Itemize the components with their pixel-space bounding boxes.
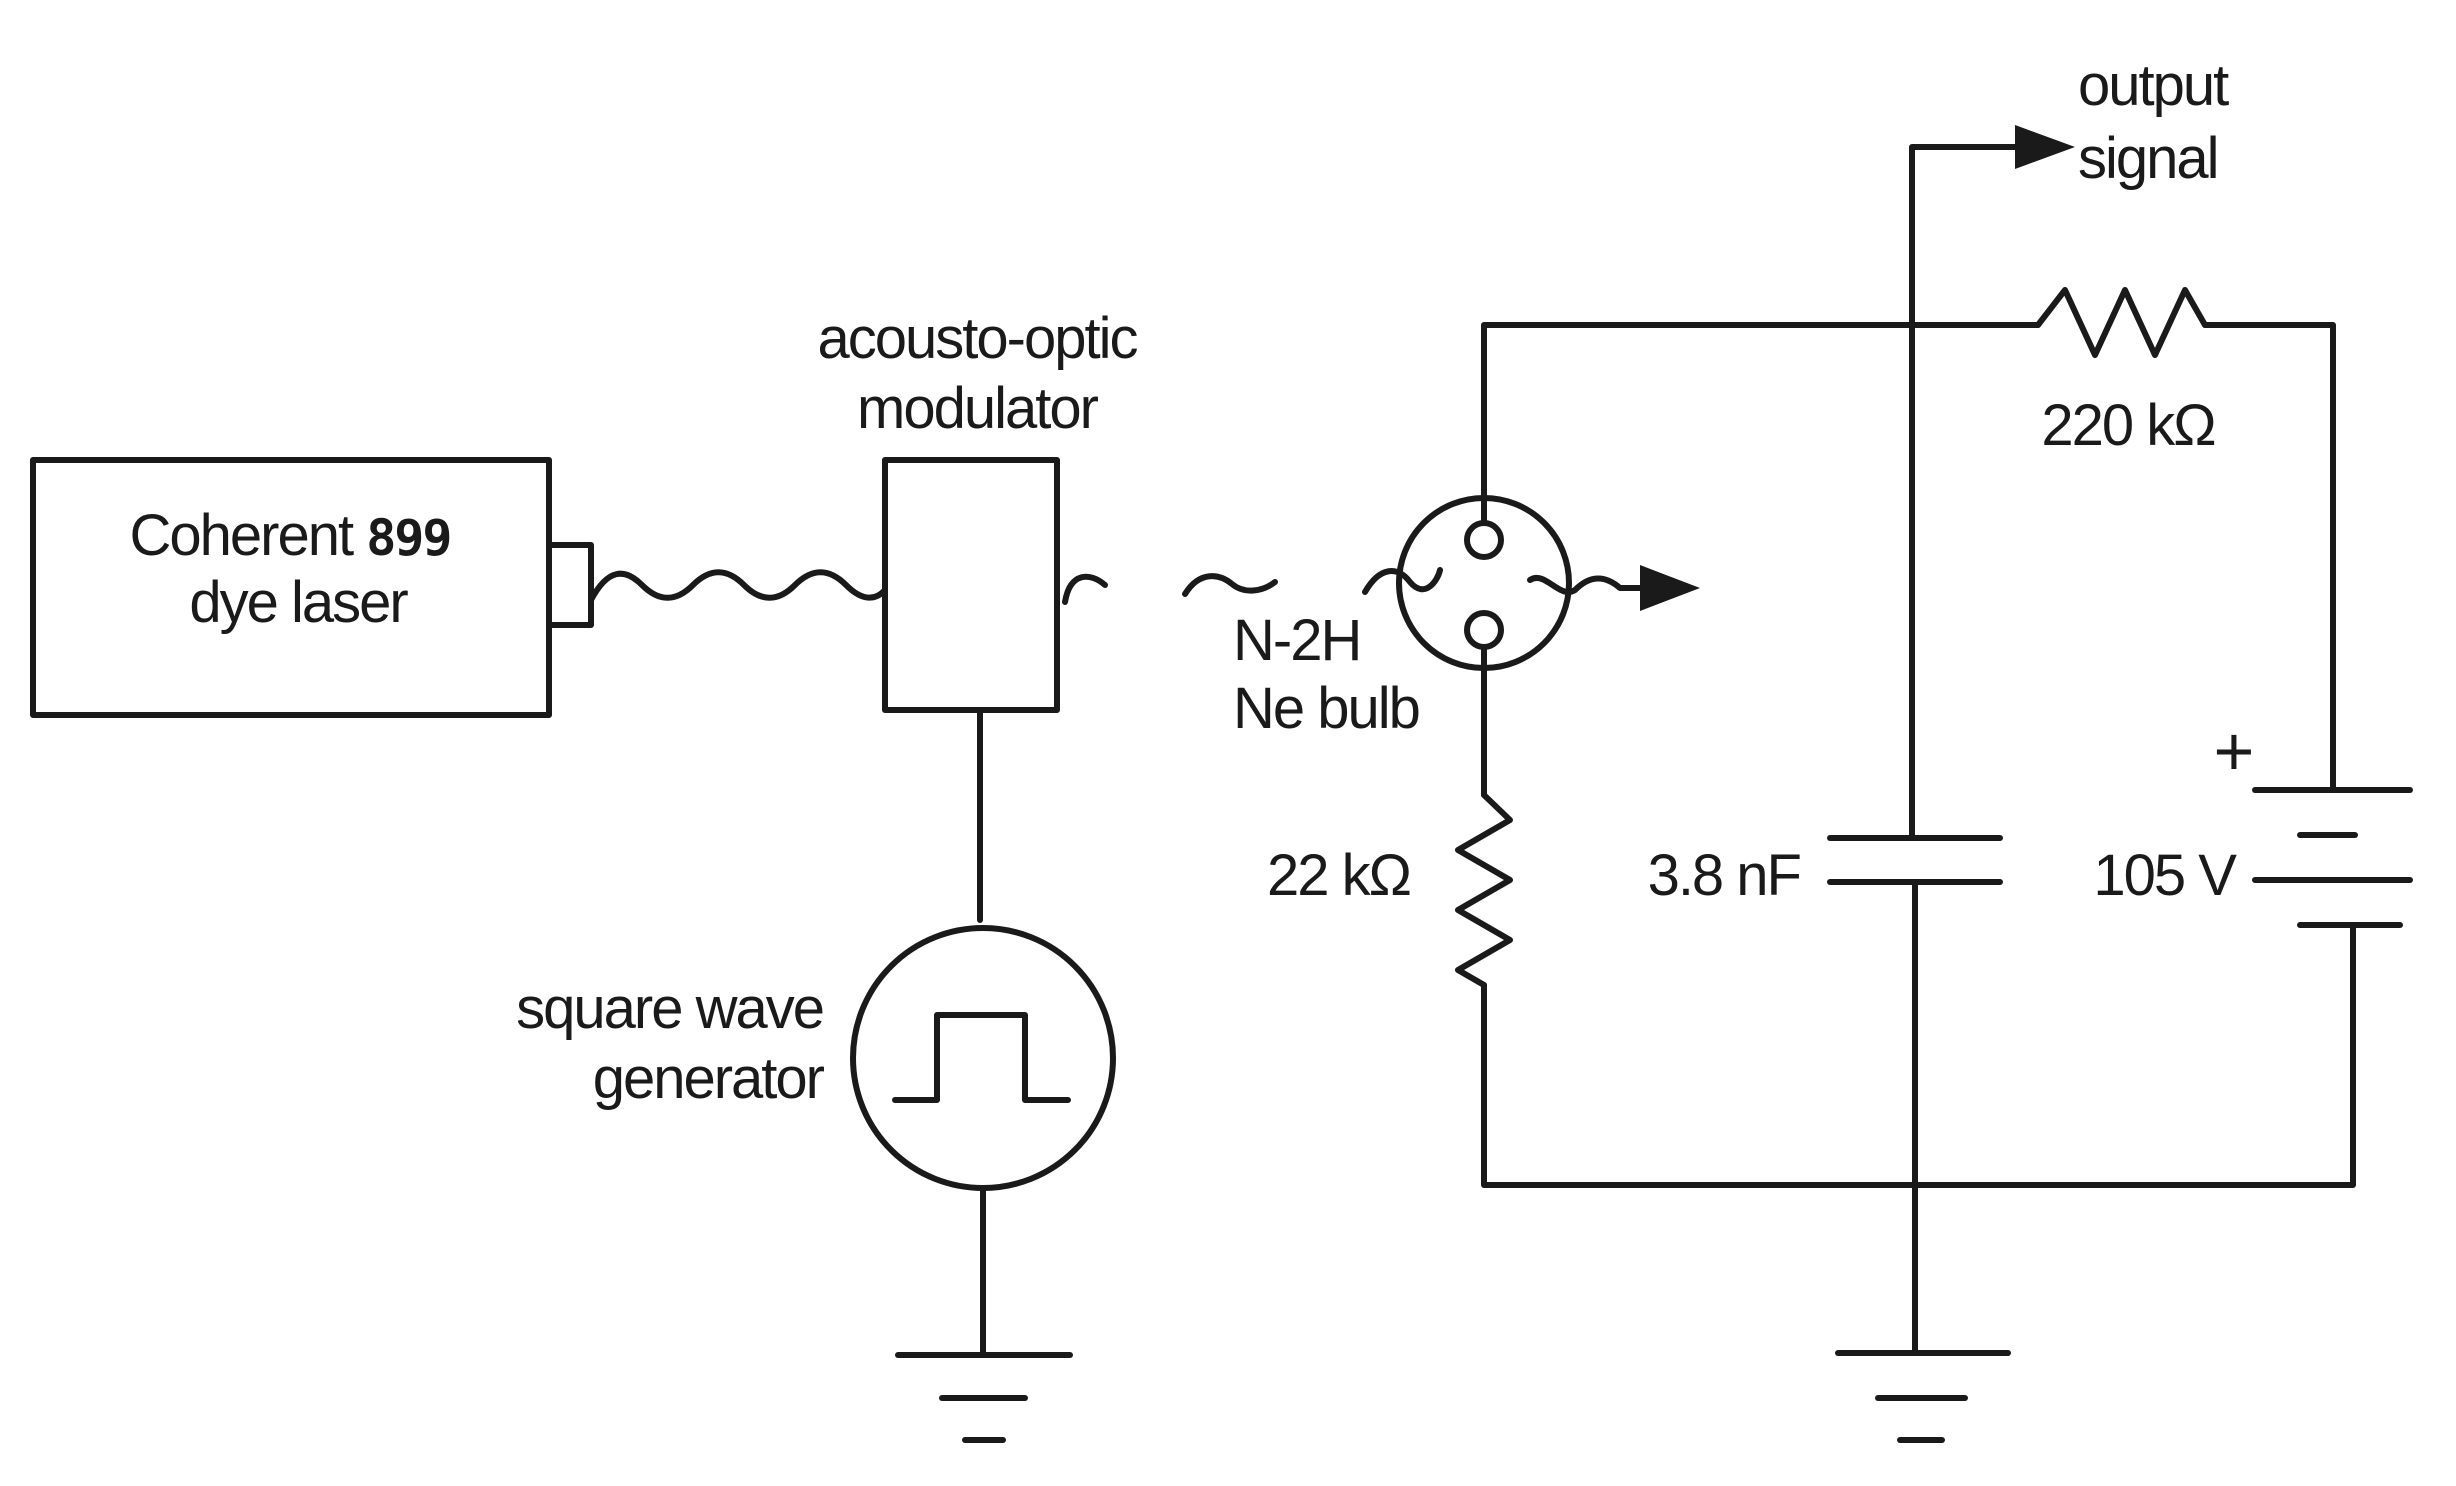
- output-label-line2: signal: [2078, 126, 2218, 191]
- bulb-label-line1: N-2H: [1233, 608, 1360, 673]
- output-wire: [1909, 144, 2023, 841]
- generator-circle: [850, 925, 1116, 1191]
- generator-ground-icon: [895, 1185, 1073, 1443]
- resistor-22k-label: 22 kΩ: [1267, 843, 1410, 908]
- resistor-220k-icon: [2035, 287, 2208, 358]
- beam-arrowhead-icon: [1640, 565, 1700, 611]
- laser-box: [30, 457, 594, 718]
- circuit-ground-icon: [1835, 879, 2011, 1443]
- output-label-line1: output: [2078, 53, 2229, 118]
- generator-label-line2: generator: [593, 1046, 825, 1111]
- laser-beam-wave: [588, 569, 888, 603]
- capacitor-icon: [1827, 835, 2003, 885]
- resistor-22k-icon: [1455, 792, 1513, 988]
- laser-name-label: Coherent: [129, 503, 353, 568]
- laser-model-label: 899: [366, 509, 450, 567]
- bulb-label-line2: Ne bulb: [1233, 676, 1419, 741]
- bulb-beam-wave: [1362, 567, 1443, 595]
- generator-label-line1: square wave: [516, 976, 823, 1041]
- battery-plus-label: +: [2214, 712, 2253, 790]
- bulb-exit-wave: [1527, 575, 1663, 595]
- resistor-220k-label: 220 kΩ: [2041, 393, 2214, 458]
- battery-voltage-label: 105 V: [2093, 843, 2237, 908]
- laser-type-label: dye laser: [189, 570, 408, 635]
- aom-output-wave: [1062, 573, 1108, 605]
- output-arrowhead-icon: [2015, 125, 2075, 169]
- battery-icon: [2252, 787, 2413, 928]
- beam-wave-fragment: [1182, 573, 1278, 597]
- top-wire: [1481, 322, 2041, 501]
- aom-box: [882, 457, 1060, 713]
- laser-name-line: Coherent 899: [129, 503, 450, 568]
- right-wire: [2202, 322, 2336, 793]
- capacitor-label: 3.8 nF: [1648, 843, 1801, 908]
- aom-label-line1: acousto-optic: [818, 306, 1138, 371]
- bottom-wire: [1481, 922, 2356, 1188]
- square-wave-icon: [892, 1012, 1071, 1103]
- aom-label-line2: modulator: [857, 376, 1099, 441]
